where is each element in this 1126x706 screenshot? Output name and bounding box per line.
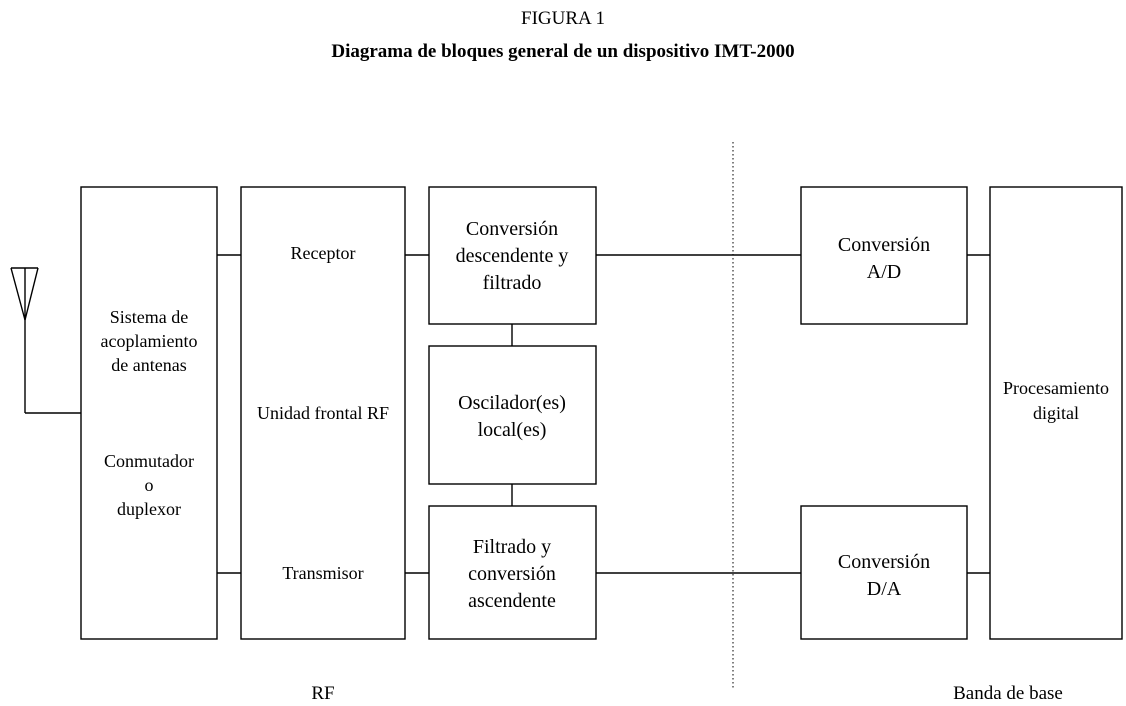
upconversion-block (428, 505, 597, 640)
svg-text:digital: digital (1033, 403, 1079, 423)
svg-text:de antenas: de antenas (111, 355, 186, 375)
figure-label: FIGURA 1 (521, 8, 605, 29)
svg-text:duplexor: duplexor (117, 499, 181, 519)
upconversion-label: Filtrado y conversión ascendente (468, 536, 556, 612)
svg-text:local(es): local(es) (478, 419, 547, 441)
svg-text:ascendente: ascendente (468, 590, 556, 612)
da-conversion-label: Conversión D/A (838, 551, 930, 600)
rf-front-end-label: Receptor Unidad frontal RF Transmisor (257, 243, 389, 583)
svg-text:Conversión: Conversión (838, 551, 930, 573)
antenna-coupling-label: Sistema de acoplamiento de antenas Conmu… (101, 307, 198, 519)
da-conversion-block (800, 505, 968, 640)
svg-text:Conversión: Conversión (838, 234, 930, 256)
local-oscillator-block (428, 345, 597, 485)
svg-text:Sistema de: Sistema de (110, 307, 189, 327)
svg-text:Conversión: Conversión (466, 218, 558, 240)
antenna-coupling-block (80, 186, 218, 640)
svg-text:o: o (145, 475, 154, 495)
figure-title: Diagrama de bloques general de un dispos… (331, 41, 795, 62)
svg-text:acoplamiento: acoplamiento (101, 331, 198, 351)
svg-text:A/D: A/D (867, 261, 901, 283)
receiver-label: Receptor (291, 243, 356, 263)
rf-unit-label: Unidad frontal RF (257, 403, 389, 423)
svg-text:Oscilador(es): Oscilador(es) (458, 392, 566, 414)
downconversion-label: Conversión descendente y filtrado (456, 218, 569, 294)
svg-text:filtrado: filtrado (483, 272, 542, 294)
svg-text:conversión: conversión (468, 563, 556, 585)
digital-processing-label: Procesamiento digital (1003, 378, 1109, 423)
rf-front-end-block (240, 186, 406, 640)
digital-processing-block (989, 186, 1123, 640)
local-oscillator-label: Oscilador(es) local(es) (458, 392, 566, 441)
transmitter-label: Transmisor (282, 563, 363, 583)
svg-text:descendente y: descendente y (456, 245, 569, 267)
svg-text:D/A: D/A (867, 578, 902, 600)
ad-conversion-label: Conversión A/D (838, 234, 930, 283)
svg-text:Conmutador: Conmutador (104, 451, 194, 471)
svg-text:Procesamiento: Procesamiento (1003, 378, 1109, 398)
rf-section-label: RF (311, 683, 334, 704)
connector-lines (217, 254, 990, 574)
antenna-icon (10, 267, 81, 414)
svg-text:Filtrado y: Filtrado y (473, 536, 551, 558)
baseband-section-label: Banda de base (953, 683, 1063, 704)
